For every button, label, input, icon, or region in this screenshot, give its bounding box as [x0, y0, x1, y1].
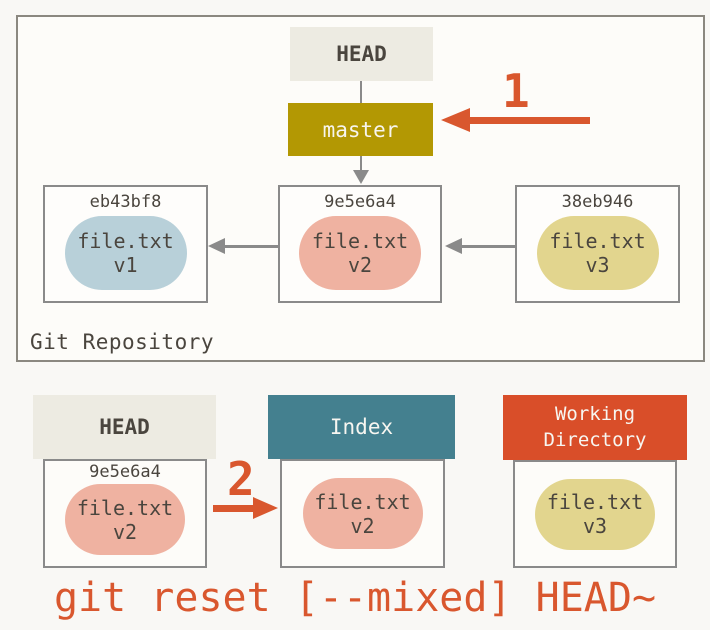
- step-2-arrowhead-icon: [253, 497, 278, 519]
- parent-arrow-line: [224, 245, 278, 248]
- file-version: v1: [113, 253, 138, 277]
- step-2-label: 2: [227, 452, 255, 506]
- file-blob-v1: file.txt v1: [64, 216, 187, 290]
- commit-hash: 38eb946: [561, 192, 634, 212]
- file-blob-v2: file.txt v2: [299, 216, 421, 290]
- file-name: file.txt: [546, 490, 644, 514]
- file-version: v2: [350, 513, 375, 538]
- file-version: v3: [582, 514, 608, 538]
- file-name: file.txt: [76, 495, 174, 520]
- file-name: file.txt: [314, 489, 411, 514]
- index-area-header: Index: [268, 395, 455, 459]
- commit-hash: 9e5e6a4: [324, 192, 396, 212]
- commit-box-eb43bf8: eb43bf8 file.txt v1: [43, 185, 208, 303]
- head-ref-label: HEAD: [336, 42, 387, 66]
- commit-hash: eb43bf8: [89, 192, 162, 212]
- file-blob-v3: file.txt v3: [536, 216, 659, 290]
- index-file-blob: file.txt v2: [302, 478, 423, 549]
- head-to-master-connector: [360, 81, 362, 103]
- file-version: v2: [112, 519, 138, 544]
- head-ref-box: HEAD: [290, 27, 433, 81]
- head-commit-hash: 9e5e6a4: [89, 462, 161, 482]
- step-1-label: 1: [502, 64, 530, 118]
- step-1-arrowhead-icon: [441, 108, 470, 132]
- step-2-arrow-line: [213, 505, 255, 512]
- workdir-file-blob: file.txt v3: [535, 478, 655, 550]
- index-area-label: Index: [329, 415, 394, 439]
- head-area-label: HEAD: [99, 415, 150, 439]
- file-version: v3: [585, 253, 610, 277]
- file-name: file.txt: [549, 229, 646, 253]
- workdir-area-box: file.txt v3: [513, 460, 677, 568]
- parent-arrow-line: [461, 245, 515, 248]
- master-branch-label: master: [322, 117, 399, 142]
- master-to-commit-connector: [360, 156, 362, 171]
- parent-arrowhead-icon: [445, 238, 462, 254]
- git-repository-label: Git Repository: [30, 330, 215, 354]
- step-1-arrow-line: [468, 117, 590, 124]
- file-name: file.txt: [77, 229, 174, 253]
- commit-box-9e5e6a4: 9e5e6a4 file.txt v2: [278, 185, 442, 303]
- commit-box-38eb946: 38eb946 file.txt v3: [515, 185, 680, 303]
- file-name: file.txt: [311, 229, 409, 253]
- parent-arrowhead-icon: [208, 238, 225, 254]
- file-version: v2: [347, 253, 373, 277]
- index-area-box: file.txt v2: [280, 459, 445, 568]
- master-to-commit-arrowhead-icon: [353, 170, 369, 184]
- head-file-blob: file.txt v2: [65, 484, 185, 555]
- head-area-header: HEAD: [33, 395, 216, 459]
- master-branch-box: master: [288, 103, 433, 156]
- workdir-area-header: Working Directory: [503, 395, 687, 460]
- command-caption: git reset [--mixed] HEAD~: [53, 575, 657, 621]
- workdir-area-label: Working Directory: [543, 402, 647, 451]
- head-area-box: 9e5e6a4 file.txt v2: [43, 459, 207, 568]
